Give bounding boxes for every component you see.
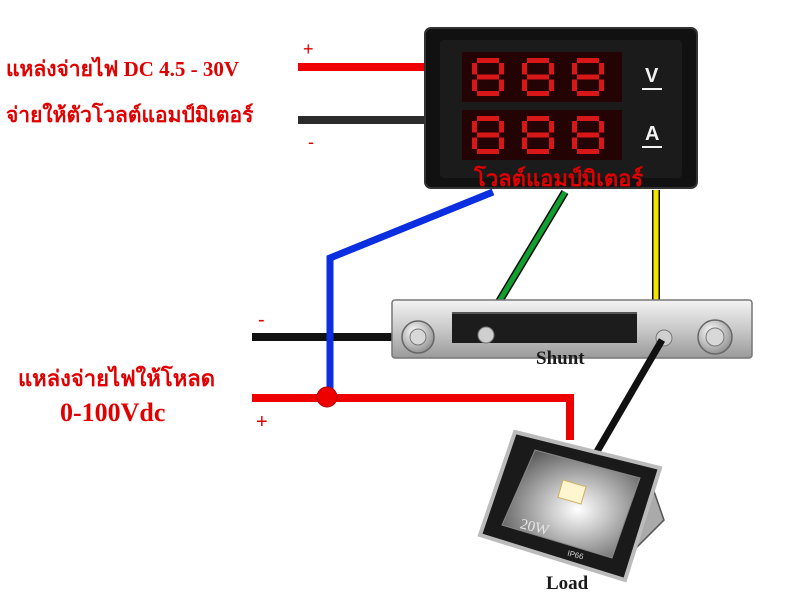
supply-label-line2: จ่ายให้ตัวโวลต์แอมป์มิเตอร์ [6, 102, 254, 127]
floodlight-reflector [501, 449, 641, 559]
shunt-label: Shunt [536, 348, 585, 369]
display-segment [599, 137, 604, 149]
meter-unit-volt: V [645, 65, 659, 87]
display-segment [499, 79, 504, 91]
display-segment [527, 74, 549, 80]
display-segment [599, 79, 604, 91]
display-segment [577, 91, 599, 96]
display-segment [599, 121, 604, 133]
display-segment [477, 74, 499, 80]
display-segment [527, 149, 549, 154]
display-segment [527, 132, 549, 138]
display-segment [499, 137, 504, 149]
load-supply-label-line2: 0-100Vdc [60, 398, 165, 427]
display-segment [572, 121, 577, 133]
volt-digits [472, 58, 604, 96]
load-return-wire [591, 338, 666, 457]
display-segment [549, 79, 554, 91]
supply-plus-sign: + [303, 39, 314, 59]
meter-unit-amp: A [645, 123, 659, 145]
display-segment [499, 63, 504, 75]
display-segment [522, 137, 527, 149]
floodlight-load: 20W IP66 [477, 429, 665, 583]
display-segment [472, 79, 477, 91]
display-segment [472, 121, 477, 133]
supply-minus-sign: - [308, 132, 314, 152]
display-segment [522, 63, 527, 75]
shunt-resistor [391, 299, 753, 359]
display-segment [577, 132, 599, 138]
display-segment [572, 63, 577, 75]
display-segment [499, 121, 504, 133]
display-segment [527, 116, 549, 121]
display-segment [577, 149, 599, 154]
display-segment [599, 63, 604, 75]
load-positive-wire [252, 394, 574, 440]
display-segment [472, 63, 477, 75]
supply-label-line1: แหล่งจ่ายไฟ DC 4.5 - 30V [6, 56, 239, 81]
blue-sense-wire [326, 188, 495, 398]
amp-digits [472, 116, 604, 154]
display-segment [577, 58, 599, 63]
display-segment [522, 79, 527, 91]
lamp-power: 20W [518, 516, 551, 539]
display-segment [577, 116, 599, 121]
display-segment [477, 91, 499, 96]
load-supply-label-line1: แหล่งจ่ายไฟให้โหลด [18, 365, 215, 391]
display-segment [549, 63, 554, 75]
load-supply-plus-sign: + [256, 411, 268, 433]
meter-label: โวลต์แอมป์มิเตอร์ [473, 165, 643, 191]
display-segment [527, 58, 549, 63]
display-segment [572, 137, 577, 149]
led-chip [557, 479, 587, 505]
display-segment [477, 58, 499, 63]
lamp-rating: IP66 [566, 549, 585, 562]
display-segment [572, 79, 577, 91]
display-segment [549, 137, 554, 149]
volt-amp-meter: V A [424, 27, 698, 189]
load-supply-minus-sign: - [258, 309, 265, 331]
display-segment [549, 121, 554, 133]
display-segment [522, 121, 527, 133]
load-label: Load [546, 573, 589, 594]
display-segment [472, 137, 477, 149]
display-segment [477, 116, 499, 121]
junction-dot [316, 386, 338, 408]
display-segment [527, 91, 549, 96]
display-segment [477, 149, 499, 154]
display-segment [477, 132, 499, 138]
display-segment [577, 74, 599, 80]
